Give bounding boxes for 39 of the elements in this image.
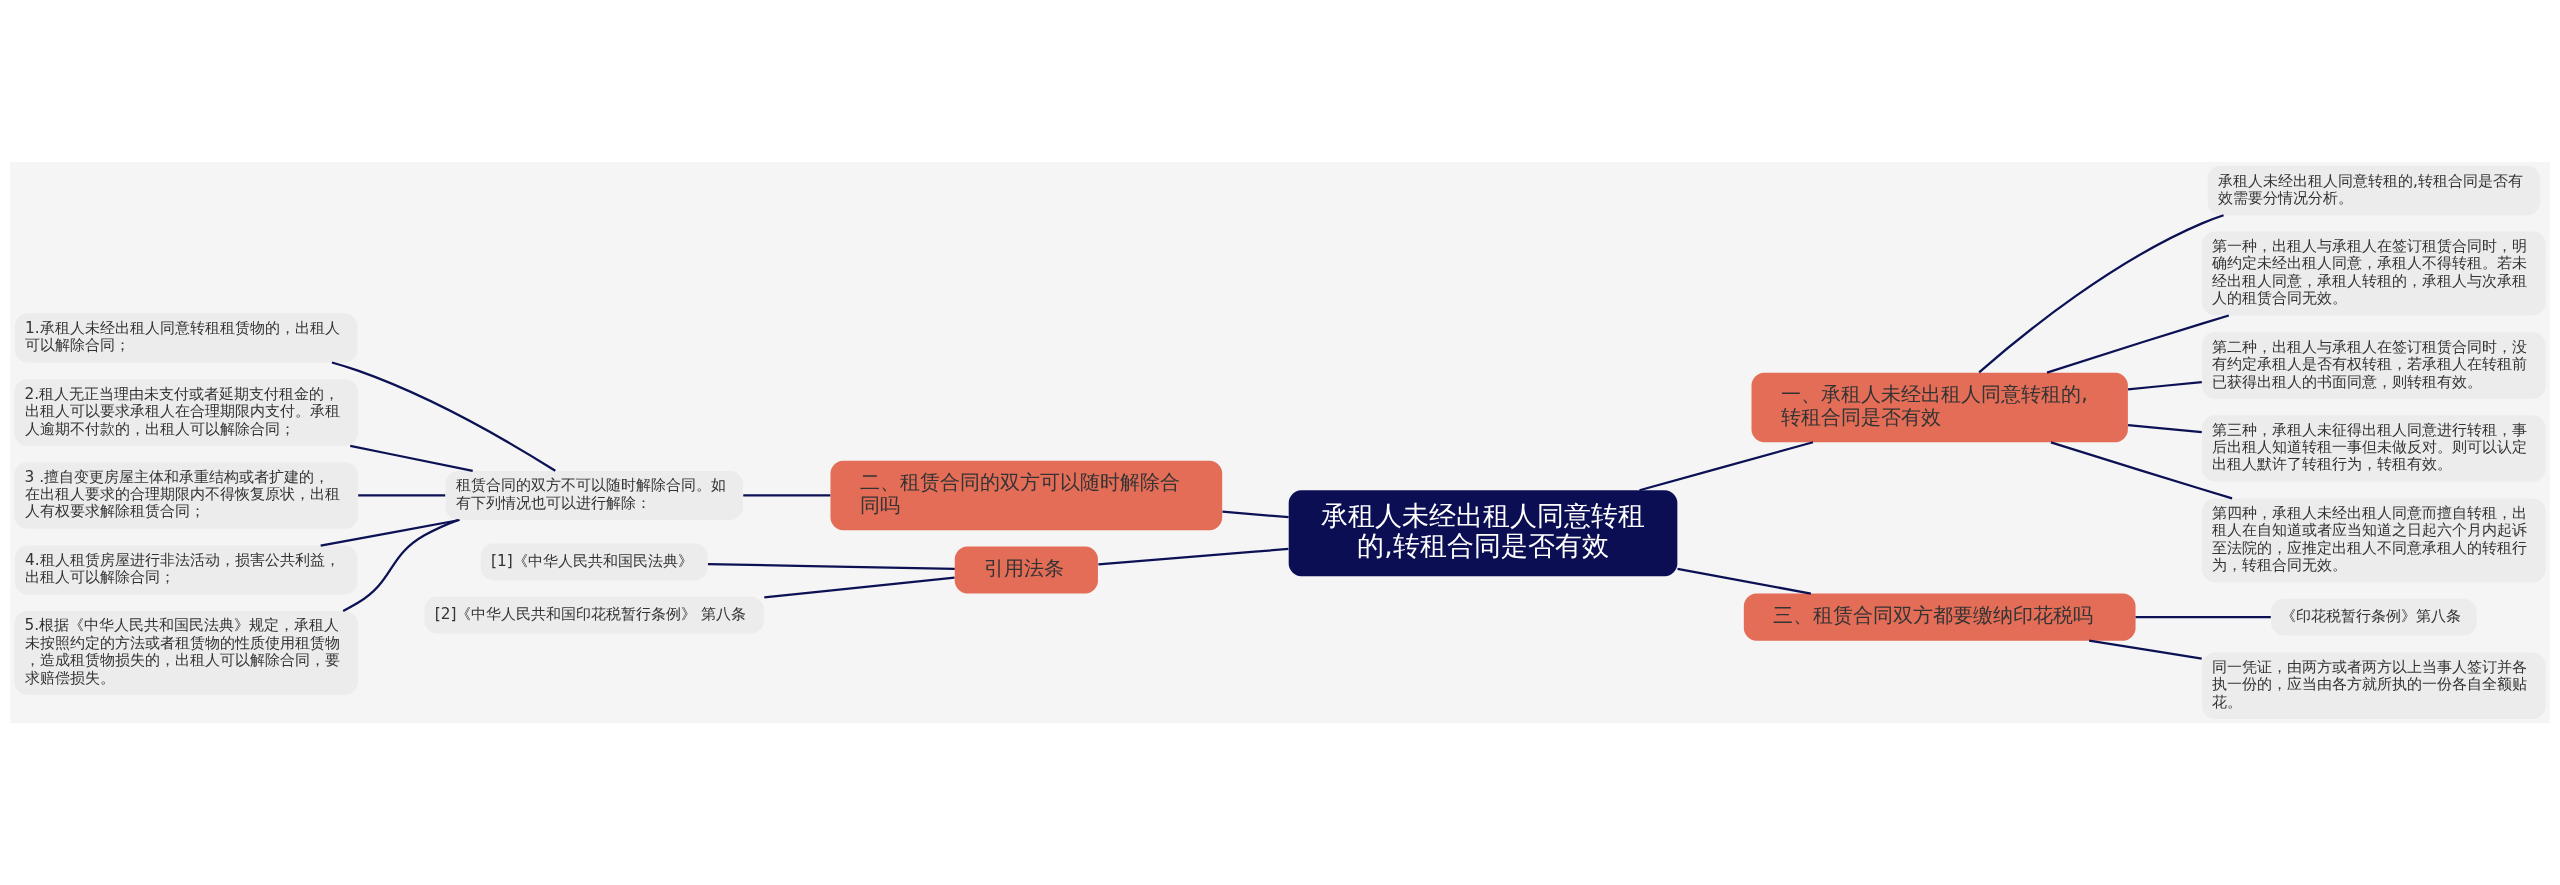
connector xyxy=(320,518,460,547)
connector xyxy=(2046,314,2230,374)
connector xyxy=(1639,441,1814,492)
connector xyxy=(331,361,556,472)
node-box: 1.承租人未经出租人同意转租租赁物的，出租人可以解除合同； xyxy=(14,313,358,363)
node-box: 《印花税暂行条例》第八条 xyxy=(2271,598,2477,636)
connector xyxy=(1677,567,1812,595)
connector xyxy=(764,576,955,599)
node-box: 二、租赁合同的双方可以随时解除合同吗 xyxy=(830,460,1223,531)
node-box: [1]《中华人民共和国民法典》 xyxy=(480,543,708,581)
node-box: 第一种，出租人与承租人在签订租赁合同时，明确约定未经出租人同意，承租人不得转租。若未经出租人同意，承租人转租的，承租人与次承租人的租赁合同无效。 xyxy=(2202,231,2546,316)
connector xyxy=(2127,424,2202,434)
connector xyxy=(743,494,831,497)
node-box: 同一凭证，由两方或者两方以上当事人签订并各执一份的，应当由各方就所执的一份各自全额贴花。 xyxy=(2202,652,2546,719)
node-box: 2.租人无正当理由未支付或者延期支付租金的，出租人可以要求承租人在合理期限内支付。承租人逾期不付款的，出租人可以解除合同； xyxy=(14,379,358,446)
node-box: 一、承租人未经出租人同意转租的,转租合同是否有效 xyxy=(1751,372,2128,443)
connector xyxy=(707,562,955,570)
connector xyxy=(1978,214,2224,374)
connector xyxy=(358,494,446,497)
node-box: 承租人未经出租人同意转租的,转租合同是否有效需要分情况分析。 xyxy=(2207,166,2541,216)
connector xyxy=(1222,510,1289,519)
connector xyxy=(1098,547,1289,566)
node-box: 第四种，承租人未经出租人同意而擅自转租，出租人在自知道或者应当知道之日起六个月内起诉至法院的，应推定出租人不同意承租人的转租行为，转租合同无效。 xyxy=(2202,498,2546,583)
connector xyxy=(342,519,459,612)
node-box: 3 .擅自变更房屋主体和承重结构或者扩建的，在出租人要求的合理期限内不得恢复原状，出租人有权要求解除租赁合同； xyxy=(14,462,358,529)
node-box: 第三种，承租人未征得出租人同意进行转租，事后出租人知道转租一事但未做反对。则可以认定出租人默许了转租行为，转租有效。 xyxy=(2202,415,2546,482)
node-box: 4.租人租赁房屋进行非法活动，损害公共利益，出租人可以解除合同； xyxy=(14,545,358,595)
connector xyxy=(2135,616,2271,619)
node-box: 5.根据《中华人民共和国民法典》规定，承租人未按照约定的方法或者租赁物的性质使用租赁物，造成租赁物损失的，出租人可以解除合同，要求赔偿损失。 xyxy=(14,611,358,695)
node-box: 承租人未经出租人同意转租的,转租合同是否有效 xyxy=(1288,490,1678,577)
node-box: [2]《中华人民共和国印花税暂行条例》 第八条 xyxy=(424,596,764,634)
node-box: 三、租赁合同双方都要缴纳印花税吗 xyxy=(1743,593,2136,641)
node-box: 租赁合同的双方不可以随时解除合同。如有下列情况也可以进行解除： xyxy=(445,470,744,520)
connector xyxy=(2127,381,2202,391)
connector xyxy=(2050,441,2233,500)
node-box: 第二种，出租人与承租人在签订租赁合同时，没有约定承租人是否有权转租，若承租人在转租前已获得出租人的书面同意，则转租有效。 xyxy=(2202,332,2546,399)
connector xyxy=(350,444,473,472)
connector xyxy=(2088,639,2202,660)
node-box: 引用法条 xyxy=(954,546,1098,594)
